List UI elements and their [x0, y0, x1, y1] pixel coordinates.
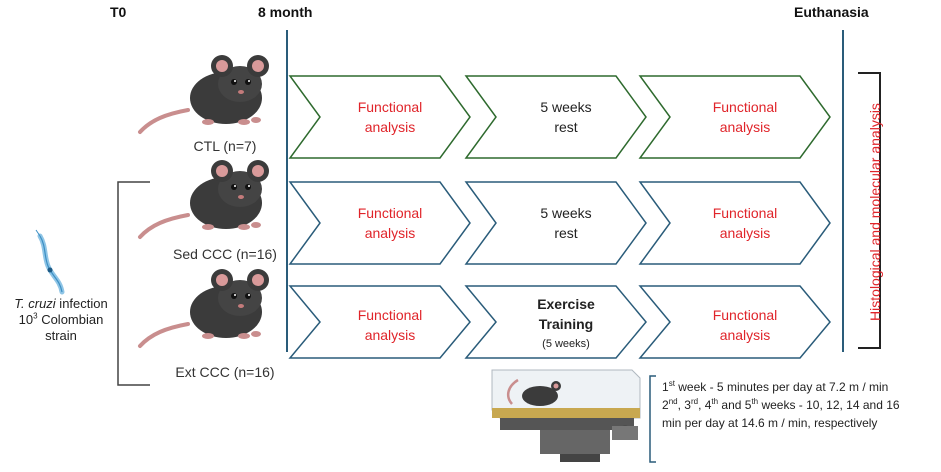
mouse-sed-icon [138, 158, 271, 239]
infection-label: T. cruzi infection 103 Colombian strain [14, 296, 108, 343]
analysis-bracket [858, 72, 881, 349]
timeline-euthanasia: Euthanasia [794, 4, 869, 20]
treadmill-icon [491, 369, 641, 462]
chevron-row-ctl [288, 75, 831, 159]
chevron-row-sed [288, 181, 831, 265]
group-label-sed: Sed CCC (n=16) [173, 246, 277, 262]
protocol-bracket [649, 375, 656, 463]
chevron-row-ext [288, 285, 831, 359]
timeline-8-month: 8 month [258, 4, 313, 20]
treadmill-protocol: 1st week - 5 minutes per day at 7.2 m / … [662, 379, 900, 431]
ccc-group-bracket [117, 181, 150, 386]
mouse-ctl-icon [138, 53, 271, 134]
infection-species: T. cruzi [14, 296, 56, 311]
group-label-ctl: CTL (n=7) [193, 138, 257, 154]
mouse-ext-icon [138, 267, 271, 348]
group-label-ext: Ext CCC (n=16) [175, 364, 275, 380]
trypanosome-icon [35, 229, 65, 295]
timeline-t0: T0 [110, 4, 127, 20]
analysis-label: Histological and molecular analysis [867, 103, 883, 321]
ext-step-2-note: (5 weeks) [542, 338, 590, 350]
